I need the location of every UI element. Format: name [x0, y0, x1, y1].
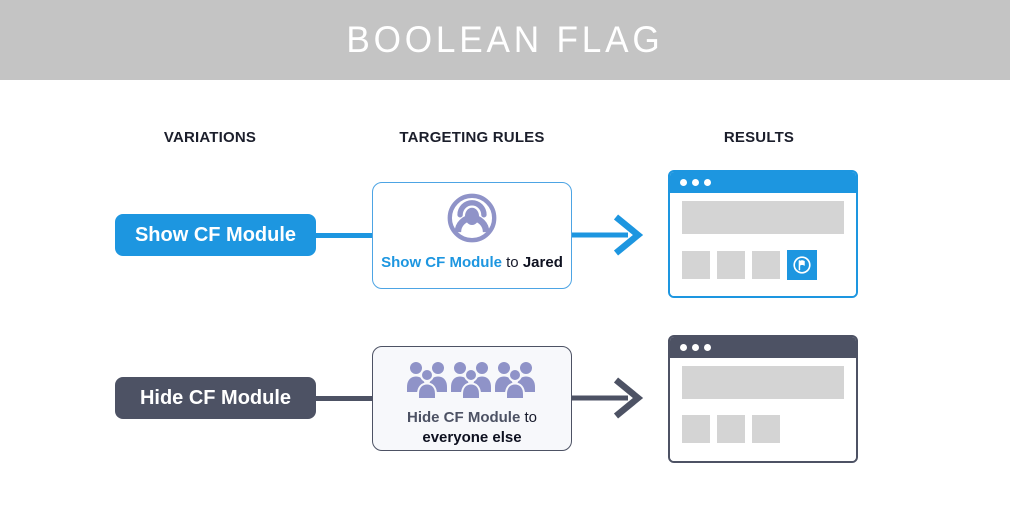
placeholder-tile: [752, 415, 780, 443]
window-dot: [680, 344, 687, 351]
targeting-rule-card-hide: Hide CF Module to everyone else: [372, 346, 572, 451]
crowd-icon: [407, 361, 537, 400]
flag-in-circle-icon: [791, 254, 813, 276]
window-titlebar: [670, 337, 856, 358]
window-dot: [704, 344, 711, 351]
arrow-right-icon: [572, 377, 644, 419]
variation-pill-show-cf-module: Show CF Module: [115, 214, 316, 256]
column-header-results: RESULTS: [723, 129, 795, 146]
window-dot: [680, 179, 687, 186]
content-tile-row: [682, 415, 844, 443]
rule-connector-word: to: [506, 254, 519, 271]
column-header-targeting-rules: TARGETING RULES: [399, 129, 545, 146]
cf-module-tile: [787, 250, 817, 280]
rule-connector-word: to: [524, 409, 537, 426]
connector-line-show: [314, 233, 374, 238]
placeholder-tile: [717, 415, 745, 443]
column-header-variations: VARIATIONS: [163, 129, 257, 146]
window-titlebar: [670, 172, 856, 193]
result-window-module-hidden: [668, 335, 858, 463]
content-placeholder-banner: [682, 201, 844, 234]
arrow-right-icon: [572, 214, 644, 256]
placeholder-tile: [752, 251, 780, 279]
placeholder-tile: [682, 415, 710, 443]
title-banner: BOOLEAN FLAG: [0, 0, 1010, 80]
rule-flag-name: Hide CF Module: [406, 409, 521, 426]
content-placeholder-banner: [682, 366, 844, 399]
variation-pill-hide-cf-module: Hide CF Module: [115, 377, 316, 419]
rule-audience: Jared: [522, 254, 563, 271]
content-tile-row: [682, 250, 844, 280]
rule-text-show: Show CF Module to Jared: [381, 253, 563, 273]
placeholder-tile: [717, 251, 745, 279]
rule-audience: everyone else: [422, 428, 522, 446]
connector-line-hide: [314, 396, 374, 401]
result-window-module-visible: [668, 170, 858, 298]
window-dot: [704, 179, 711, 186]
placeholder-tile: [682, 251, 710, 279]
window-body: [670, 358, 856, 461]
rule-text-hide: Hide CF Module to everyone else: [407, 408, 537, 448]
page-title: BOOLEAN FLAG: [346, 19, 664, 60]
window-dot: [692, 344, 699, 351]
rule-flag-name: Show CF Module: [381, 254, 502, 271]
targeting-rule-card-show: Show CF Module to Jared: [372, 182, 572, 289]
window-body: [670, 193, 856, 296]
window-dot: [692, 179, 699, 186]
user-in-circle-icon: [446, 192, 498, 244]
